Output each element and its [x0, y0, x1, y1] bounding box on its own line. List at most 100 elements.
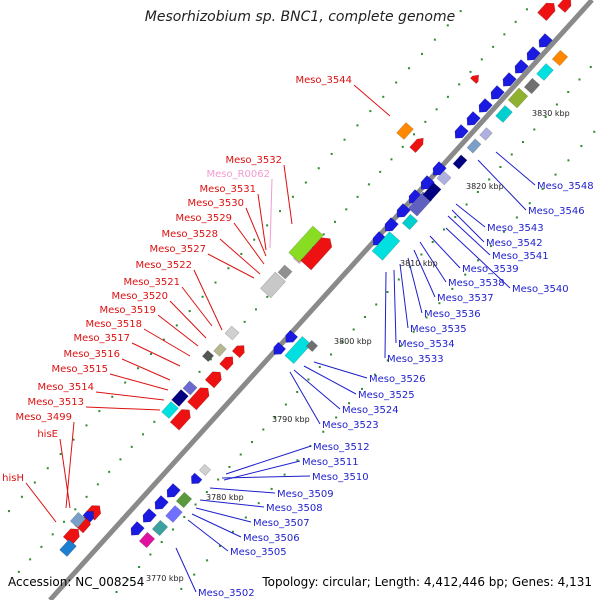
leader-line — [221, 475, 311, 479]
gene-feature — [452, 154, 468, 170]
tick-dot — [217, 478, 220, 481]
gene-label[interactable]: Meso_3525 — [358, 390, 415, 401]
gene-label[interactable]: Meso_3522 — [135, 260, 192, 271]
leader-line — [143, 328, 191, 357]
gene-label[interactable]: Meso_3533 — [387, 354, 444, 365]
gene-label[interactable]: Meso_3548 — [537, 181, 594, 192]
gene-label[interactable]: Meso_3531 — [199, 184, 256, 195]
leader-line — [245, 207, 267, 257]
tick-dot — [244, 516, 247, 519]
gene-label[interactable]: Meso_3529 — [175, 213, 232, 224]
leader-line — [393, 269, 397, 344]
gene-label[interactable]: Meso_R0062 — [206, 169, 270, 180]
tick-dot — [499, 165, 502, 168]
gene-label[interactable]: Meso_3534 — [398, 339, 455, 350]
gene-label[interactable]: Meso_3520 — [111, 291, 168, 302]
gene-label[interactable]: Meso_3507 — [253, 518, 310, 529]
gene-label[interactable]: hisH — [2, 473, 24, 484]
tick-dot — [544, 115, 547, 118]
gene-label[interactable]: Meso_3510 — [312, 472, 369, 483]
tick-dot — [228, 465, 231, 468]
tick-dot — [515, 216, 518, 219]
tick-dot — [454, 215, 457, 218]
gene-label[interactable]: Meso_3506 — [243, 533, 300, 544]
leader-line — [419, 241, 447, 283]
gene-label[interactable]: Meso_3528 — [161, 229, 218, 240]
tick-dot — [227, 267, 230, 270]
tick-dot — [541, 187, 544, 190]
gene-label[interactable]: Meso_3524 — [342, 405, 399, 416]
tick-dot — [74, 508, 77, 511]
leader-line — [233, 222, 265, 265]
gene-feature — [537, 2, 556, 22]
leader-line — [451, 209, 485, 243]
gene-feature — [523, 77, 541, 95]
gene-feature — [396, 203, 411, 218]
gene-label[interactable]: Meso_3546 — [528, 206, 585, 217]
gene-label[interactable]: Meso_3538 — [448, 278, 505, 289]
gene-label[interactable]: Meso_3502 — [198, 588, 255, 599]
gene-label[interactable]: Meso_3517 — [73, 333, 130, 344]
gene-label[interactable]: Meso_3535 — [410, 324, 467, 335]
tick-dot — [251, 440, 254, 443]
gene-label[interactable]: Meso_3543 — [487, 223, 544, 234]
gene-label[interactable]: Meso_3516 — [63, 349, 120, 360]
tick-dot — [345, 208, 348, 211]
gene-label[interactable]: hisE — [37, 429, 58, 440]
gene-label[interactable]: Meso_3539 — [462, 264, 519, 275]
tick-dot — [20, 495, 23, 498]
gene-label[interactable]: Meso_3521 — [123, 277, 180, 288]
gene-feature — [422, 182, 442, 202]
gene-label[interactable]: Meso_3519 — [99, 305, 156, 316]
gene-label[interactable]: Meso_3513 — [27, 397, 84, 408]
gene-label[interactable]: Meso_3508 — [266, 503, 323, 514]
gene-label[interactable]: Meso_3515 — [51, 364, 108, 375]
tick-dot — [464, 273, 467, 276]
gene-label[interactable]: Meso_3542 — [486, 238, 543, 249]
gene-label[interactable]: Meso_3527 — [149, 244, 206, 255]
gene-label[interactable]: Meso_3526 — [369, 374, 426, 385]
tick-dot — [253, 238, 256, 241]
tick-dot — [390, 158, 393, 161]
leader-line — [219, 238, 261, 275]
gene-label[interactable]: Meso_3512 — [313, 442, 370, 453]
gene-label[interactable]: Meso_3540 — [512, 284, 569, 295]
gene-label[interactable]: Meso_3499 — [15, 412, 72, 423]
outer-tick-dots — [8, 10, 596, 590]
gene-label[interactable]: Meso_3537 — [437, 293, 494, 304]
gene-feature — [514, 59, 529, 74]
tick-dot — [335, 416, 338, 419]
gene-feature — [187, 387, 210, 411]
gene-label[interactable]: Meso_3541 — [492, 251, 549, 262]
leader-line — [187, 519, 229, 552]
tick-dot — [488, 178, 491, 181]
gene-label[interactable]: Meso_3505 — [230, 547, 287, 558]
tick-dot — [130, 445, 133, 448]
tick-dot — [567, 90, 570, 93]
leader-line — [353, 84, 391, 117]
tick-dot — [469, 70, 472, 73]
gene-label[interactable]: Meso_3514 — [37, 382, 94, 393]
gene-label[interactable]: Meso_3536 — [424, 309, 481, 320]
gene-label[interactable]: Meso_3532 — [225, 155, 282, 166]
leader-line — [131, 342, 181, 367]
gene-feature — [495, 105, 513, 123]
gene-feature — [138, 531, 156, 549]
gene-feature — [479, 127, 493, 141]
gene-label[interactable]: Meso_3544 — [295, 75, 352, 86]
tick-dot — [46, 467, 49, 470]
gene-label[interactable]: Meso_3509 — [277, 489, 334, 500]
tick-dot — [318, 365, 321, 368]
tick-dot — [96, 483, 99, 486]
gene-label[interactable]: Meso_3530 — [187, 198, 244, 209]
tick-dot — [119, 458, 122, 461]
gene-label[interactable]: Meso_3523 — [322, 420, 379, 431]
tick-dot — [63, 520, 66, 523]
tick-dot — [412, 330, 415, 333]
gene-label[interactable]: Meso_3511 — [302, 457, 359, 468]
tick-dot — [386, 290, 389, 293]
gene-label[interactable]: Meso_3518 — [85, 319, 142, 330]
leader-line — [293, 369, 341, 410]
gene-feature — [154, 495, 169, 510]
